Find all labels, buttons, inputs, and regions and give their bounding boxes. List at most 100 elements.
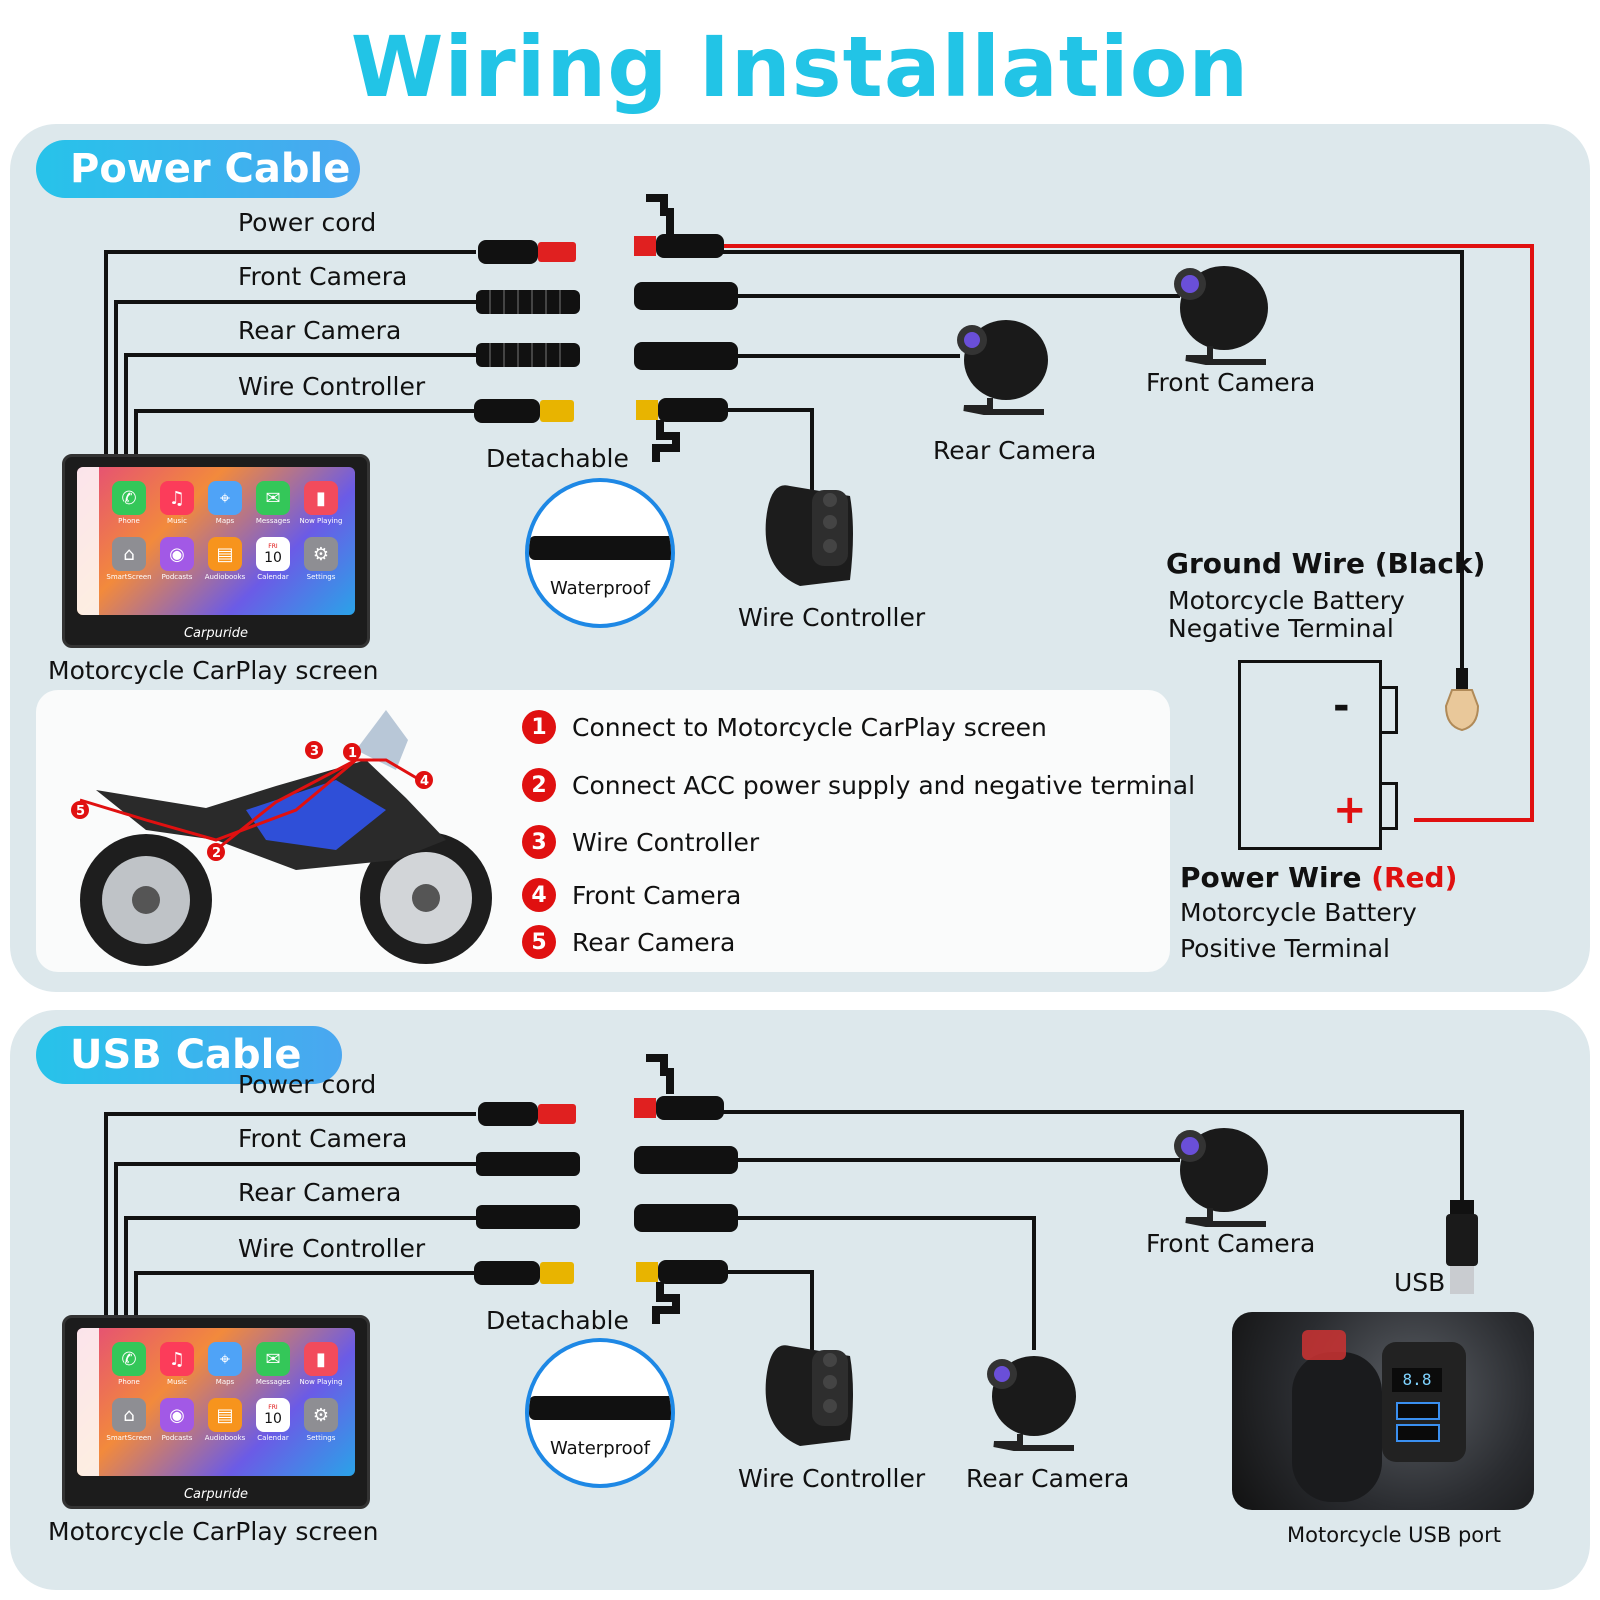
svg-text:5: 5 — [76, 804, 85, 819]
power-wire-line1: Motorcycle Battery — [1180, 898, 1417, 927]
usb-front-camera-label: Front Camera — [1146, 1229, 1316, 1258]
motorcycle-usb-port-photo: 8.8 — [1232, 1312, 1534, 1510]
usb-waterproof-label: Waterproof — [549, 1438, 650, 1459]
wire-controller-wire — [134, 409, 476, 458]
usb-app-grid: ✆Phone♫Music⌖Maps✉Messages▮Now Playing ⌂S… — [106, 1342, 347, 1442]
positive-terminal — [1382, 782, 1398, 830]
front-camera-label: Front Camera — [1146, 368, 1316, 397]
svg-text:4: 4 — [420, 774, 429, 789]
app-icon-now-playing[interactable]: ▮Now Playing — [299, 481, 343, 525]
rear-camera-connector-left — [476, 343, 580, 367]
usb-wire-controller-cable-label: Wire Controller — [238, 1234, 426, 1263]
power-wire-red — [720, 244, 1534, 822]
controller-connector-right — [636, 398, 728, 462]
app-icon-smartscreen[interactable]: ⌂SmartScreen — [106, 1398, 152, 1442]
usb-brand-logo: Carpuride — [183, 1487, 249, 1502]
app-icon-audiobooks[interactable]: ▤Audiobooks — [203, 1398, 247, 1442]
power-wire-color: (Red) — [1371, 861, 1458, 894]
front-camera-wire — [114, 300, 476, 458]
usb-front-camera-cable-label: Front Camera — [238, 1124, 408, 1153]
app-icon-now-playing[interactable]: ▮Now Playing — [299, 1342, 343, 1386]
svg-text:1: 1 — [348, 746, 357, 761]
front-camera-connector-right — [634, 282, 738, 310]
app-icon-music[interactable]: ♫Music — [155, 1342, 199, 1386]
app-icon-phone[interactable]: ✆Phone — [107, 1342, 151, 1386]
front-camera-connector-left — [476, 290, 580, 314]
app-icon-music[interactable]: ♫Music — [155, 481, 199, 525]
brand-logo: Carpuride — [183, 626, 249, 641]
page-title: Wiring Installation — [350, 18, 1250, 116]
rear-camera-cable-label: Rear Camera — [238, 316, 402, 345]
usb-waterproof-connector-callout: Waterproof — [525, 1338, 675, 1488]
app-icon-podcasts[interactable]: ◉Podcasts — [155, 537, 199, 581]
rear-camera-wire — [124, 353, 476, 458]
battery-icon: - + — [1238, 660, 1382, 850]
front-camera-cable-label: Front Camera — [238, 262, 408, 291]
app-icon-settings[interactable]: ⚙Settings — [299, 1398, 343, 1442]
usb-cable-badge: USB Cable — [36, 1026, 342, 1084]
app-icon-maps[interactable]: ⌖Maps — [203, 481, 247, 525]
app-icon-messages[interactable]: ✉Messages — [251, 1342, 295, 1386]
usb-wire-controller-label: Wire Controller — [738, 1464, 926, 1493]
app-icon-smartscreen[interactable]: ⌂SmartScreen — [106, 537, 152, 581]
app-icon-podcasts[interactable]: ◉Podcasts — [155, 1398, 199, 1442]
app-icon-messages[interactable]: ✉Messages — [251, 481, 295, 525]
screen-sidebar — [77, 467, 99, 615]
wire-controller-cable-label: Wire Controller — [238, 372, 426, 401]
usb-rear-camera-cable-label: Rear Camera — [238, 1178, 402, 1207]
usb-power-cord-label: Power cord — [238, 1070, 377, 1099]
controller-connector-left — [474, 399, 574, 423]
power-wire-title: Power Wire (Red) — [1180, 861, 1458, 894]
wire-controller-device — [765, 485, 853, 586]
rear-camera-device — [957, 320, 1048, 415]
svg-text:3: 3 — [310, 744, 319, 759]
wire-controller-label: Wire Controller — [738, 603, 926, 632]
app-grid: ✆Phone♫Music⌖Maps✉Messages▮Now Playing ⌂S… — [106, 481, 347, 581]
rear-camera-connector-right — [634, 342, 738, 370]
usb-rear-camera-label: Rear Camera — [966, 1464, 1130, 1493]
carplay-screen: ✆Phone♫Music⌖Maps✉Messages▮Now Playing ⌂S… — [62, 454, 370, 648]
ground-wire-line2: Negative Terminal — [1168, 614, 1394, 643]
power-cord-connector-right — [634, 194, 724, 258]
app-icon-settings[interactable]: ⚙Settings — [299, 537, 343, 581]
power-wiring-diagram — [104, 194, 1534, 822]
detachable-label: Detachable — [486, 444, 629, 473]
waterproof-connector-callout: Waterproof — [525, 478, 675, 628]
power-cable-badge: Power Cable — [36, 140, 360, 198]
app-icon-audiobooks[interactable]: ▤Audiobooks — [203, 537, 247, 581]
carplay-screen-label: Motorcycle CarPlay screen — [48, 656, 379, 685]
app-icon-phone[interactable]: ✆Phone — [107, 481, 151, 525]
power-wire-line2: Positive Terminal — [1180, 934, 1390, 963]
battery-minus: - — [1333, 683, 1350, 729]
front-camera-device — [1174, 266, 1268, 365]
ring-terminal-icon — [1444, 668, 1480, 732]
power-cord-connector-left — [478, 240, 576, 264]
ground-wire — [720, 250, 1464, 668]
power-cord-wire — [104, 250, 476, 458]
ground-wire-title: Ground Wire (Black) — [1166, 547, 1486, 580]
usb-screen-sidebar — [77, 1328, 99, 1476]
power-cord-label: Power cord — [238, 208, 377, 237]
usb-carplay-screen-label: Motorcycle CarPlay screen — [48, 1517, 379, 1546]
ground-wire-line1: Motorcycle Battery — [1168, 586, 1405, 615]
usb-detachable-label: Detachable — [486, 1306, 629, 1335]
waterproof-label: Waterproof — [549, 578, 650, 599]
usb-port-label: Motorcycle USB port — [1287, 1523, 1501, 1547]
motorcycle-illustration: 1 2 3 4 5 — [71, 710, 492, 966]
battery-plus: + — [1333, 787, 1367, 833]
usb-label: USB — [1394, 1268, 1446, 1297]
usb-voltmeter-display: 8.8 — [1392, 1368, 1442, 1392]
motorcycle-legend-box: 1 2 3 4 5 — [36, 690, 1170, 972]
rear-camera-label: Rear Camera — [933, 436, 1097, 465]
negative-terminal — [1382, 686, 1398, 734]
svg-text:2: 2 — [212, 846, 221, 861]
controller-cable — [726, 408, 814, 490]
app-icon-maps[interactable]: ⌖Maps — [203, 1342, 247, 1386]
